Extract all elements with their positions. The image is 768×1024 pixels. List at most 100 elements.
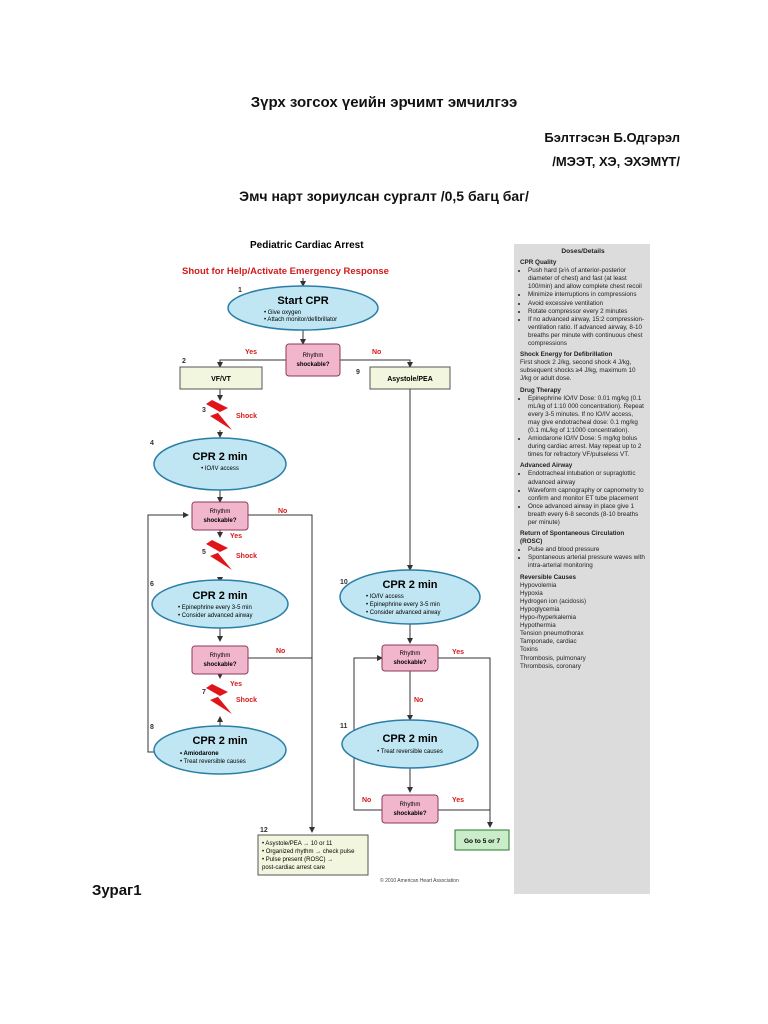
- sidebar-header: Doses/Details: [561, 248, 605, 255]
- list-item: Minimize interruptions in compressions: [528, 291, 646, 299]
- list-item: Avoid excessive ventilation: [528, 300, 646, 308]
- cpr-title: CPR 2 min: [192, 590, 247, 602]
- box12-line: • Organized rhythm → check pulse: [262, 849, 355, 855]
- cpr-item: • Treat reversible causes: [180, 759, 246, 765]
- cpr-node-11: CPR 2 min • Treat reversible causes: [341, 719, 479, 769]
- rhythm-label: Rhythm: [210, 653, 231, 659]
- start-cpr-node: Start CPR • Give oxygen • Attach monitor…: [227, 285, 379, 331]
- yes-label: Yes: [452, 649, 464, 656]
- rhythm-check-3: Rhythm shockable?: [191, 645, 249, 675]
- vfvt-box: [179, 366, 263, 390]
- rhythm-label: shockable?: [393, 811, 426, 817]
- list-item: Amiodarone IO/IV Dose: 5 mg/kg bolus dur…: [528, 435, 646, 459]
- step-number: 4: [150, 440, 154, 447]
- cpr-item: • IO/IV access: [366, 594, 404, 600]
- sidebar-section-title: Return of Spontaneous Circulation (ROSC): [520, 530, 625, 546]
- cpr-item: • Consider advanced airway: [366, 610, 440, 616]
- sidebar-list: Push hard (≥⅓ of anterior-posterior diam…: [520, 267, 646, 348]
- cpr-node-6: CPR 2 min • Epinephrine every 3-5 min • …: [151, 579, 289, 629]
- list-item: Hydrogen ion (acidosis): [520, 597, 587, 605]
- step-number: 11: [340, 723, 348, 730]
- step-number: 5: [202, 549, 206, 556]
- box12-line: • Pulse present (ROSC) →: [262, 857, 333, 863]
- rhythm-check-2: Rhythm shockable?: [191, 501, 249, 531]
- step-number: 12: [260, 827, 268, 834]
- cpr-item: • IO/IV access: [201, 466, 239, 472]
- yes-label: Yes: [245, 349, 257, 356]
- rhythm-label: shockable?: [393, 660, 426, 666]
- yes-label: Yes: [230, 533, 242, 540]
- vfvt-label: VF/VT: [211, 376, 232, 383]
- cpr-node-4: CPR 2 min • IO/IV access: [153, 437, 287, 491]
- step-number: 7: [202, 689, 206, 696]
- rhythm-label: shockable?: [296, 362, 329, 368]
- list-item: Toxins: [520, 646, 538, 654]
- no-label: No: [278, 508, 287, 515]
- rhythm-label: shockable?: [203, 662, 236, 668]
- rhythm-label: shockable?: [203, 518, 236, 524]
- list-item: Tension pneumothorax: [520, 630, 584, 638]
- cpr-item: • Consider advanced airway: [178, 613, 252, 619]
- rhythm-check-1: Rhythm shockable?: [285, 343, 341, 377]
- author-block: Бэлтгэсэн Б.Одгэрэл /МЭЭТ, ХЭ, ЭХЭМҮТ/: [544, 126, 680, 174]
- shout-text: Shout for Help/Activate Emergency Respon…: [182, 266, 389, 277]
- rhythm-label: Rhythm: [400, 651, 421, 657]
- step-number: 6: [150, 581, 154, 588]
- cpr-item: • Amiodarone: [180, 751, 219, 757]
- rhythm-check-4: Rhythm shockable?: [381, 644, 439, 672]
- author-name: Бэлтгэсэн Б.Одгэрэл: [544, 130, 680, 145]
- list-item: Spontaneous arterial pressure waves with…: [528, 554, 646, 570]
- asystole-label: Asystole/PEA: [387, 376, 433, 383]
- figure-title: Pediatric Cardiac Arrest: [250, 240, 364, 251]
- cpr-item: • Epinephrine every 3-5 min: [366, 602, 440, 608]
- asystole-box: [369, 366, 451, 390]
- goto-box: [454, 829, 510, 851]
- step-number: 8: [150, 724, 154, 731]
- doc-title: Зүрх зогсох үеийн эрчимт эмчилгээ: [250, 94, 518, 111]
- sidebar-list: Pulse and blood pressure Spontaneous art…: [520, 546, 646, 570]
- list-item: Once advanced airway in place give 1 bre…: [528, 503, 646, 527]
- no-label: No: [372, 349, 381, 356]
- sidebar-list: Epinephrine IO/IV Dose: 0.01 mg/kg (0.1 …: [520, 395, 646, 460]
- sidebar-section-title: Shock Energy for Defibrillation: [520, 351, 613, 359]
- yes-label: Yes: [230, 681, 242, 688]
- cpr-title: CPR 2 min: [382, 579, 437, 591]
- list-item: If no advanced airway, 15:2 compression-…: [528, 316, 646, 348]
- no-label: No: [362, 797, 371, 804]
- step-number: 3: [202, 407, 206, 414]
- rhythm-check-5: Rhythm shockable?: [381, 794, 439, 824]
- reversible-causes-list: Hypovolemia Hypoxia Hydrogen ion (acidos…: [520, 582, 646, 671]
- start-cpr-item: • Attach monitor/defibrillator: [264, 317, 337, 323]
- shock-label: Shock: [236, 553, 257, 560]
- start-cpr-item: • Give oxygen: [264, 310, 301, 316]
- sidebar-section-title: Drug Therapy: [520, 386, 561, 394]
- sidebar-section-title: Advanced Airway: [520, 462, 573, 470]
- no-label: No: [414, 697, 423, 704]
- start-cpr-title: Start CPR: [277, 295, 328, 307]
- cpr-node-8: CPR 2 min • Amiodarone • Treat reversibl…: [153, 725, 287, 775]
- list-item: Pulse and blood pressure: [528, 546, 646, 554]
- list-item: Tamponade, cardiac: [520, 638, 577, 646]
- sidebar-section-title: Reversible Causes: [520, 573, 577, 581]
- list-item: Push hard (≥⅓ of anterior-posterior diam…: [528, 267, 646, 291]
- list-item: Thrombosis, coronary: [520, 662, 581, 670]
- list-item: Rotate compressor every 2 minutes: [528, 308, 646, 316]
- list-item: Hypoglycemia: [520, 605, 560, 613]
- goto-label: Go to 5 or 7: [464, 838, 501, 845]
- shock-bolt-icon: [206, 684, 232, 714]
- sidebar-section-title: CPR Quality: [520, 259, 557, 267]
- list-item: Endotracheal intubation or supraglottic …: [528, 470, 646, 486]
- box12-line: • Asystole/PEA → 10 or 11: [262, 841, 333, 847]
- list-item: Thrombosis, pulmonary: [520, 654, 586, 662]
- cpr-title: CPR 2 min: [382, 733, 437, 745]
- list-item: Hypovolemia: [520, 581, 557, 589]
- shock-label: Shock: [236, 413, 257, 420]
- rhythm-label: Rhythm: [400, 802, 421, 808]
- sidebar-list: Endotracheal intubation or supraglottic …: [520, 470, 646, 527]
- step-number: 2: [182, 358, 186, 365]
- shock-bolt-icon: [206, 400, 232, 430]
- list-item: Waveform capnography or capnometry to co…: [528, 487, 646, 503]
- cpr-item: • Treat reversible causes: [377, 749, 443, 755]
- shock-bolt-icon: [206, 540, 232, 570]
- box12-line: post-cardiac arrest care: [262, 865, 326, 871]
